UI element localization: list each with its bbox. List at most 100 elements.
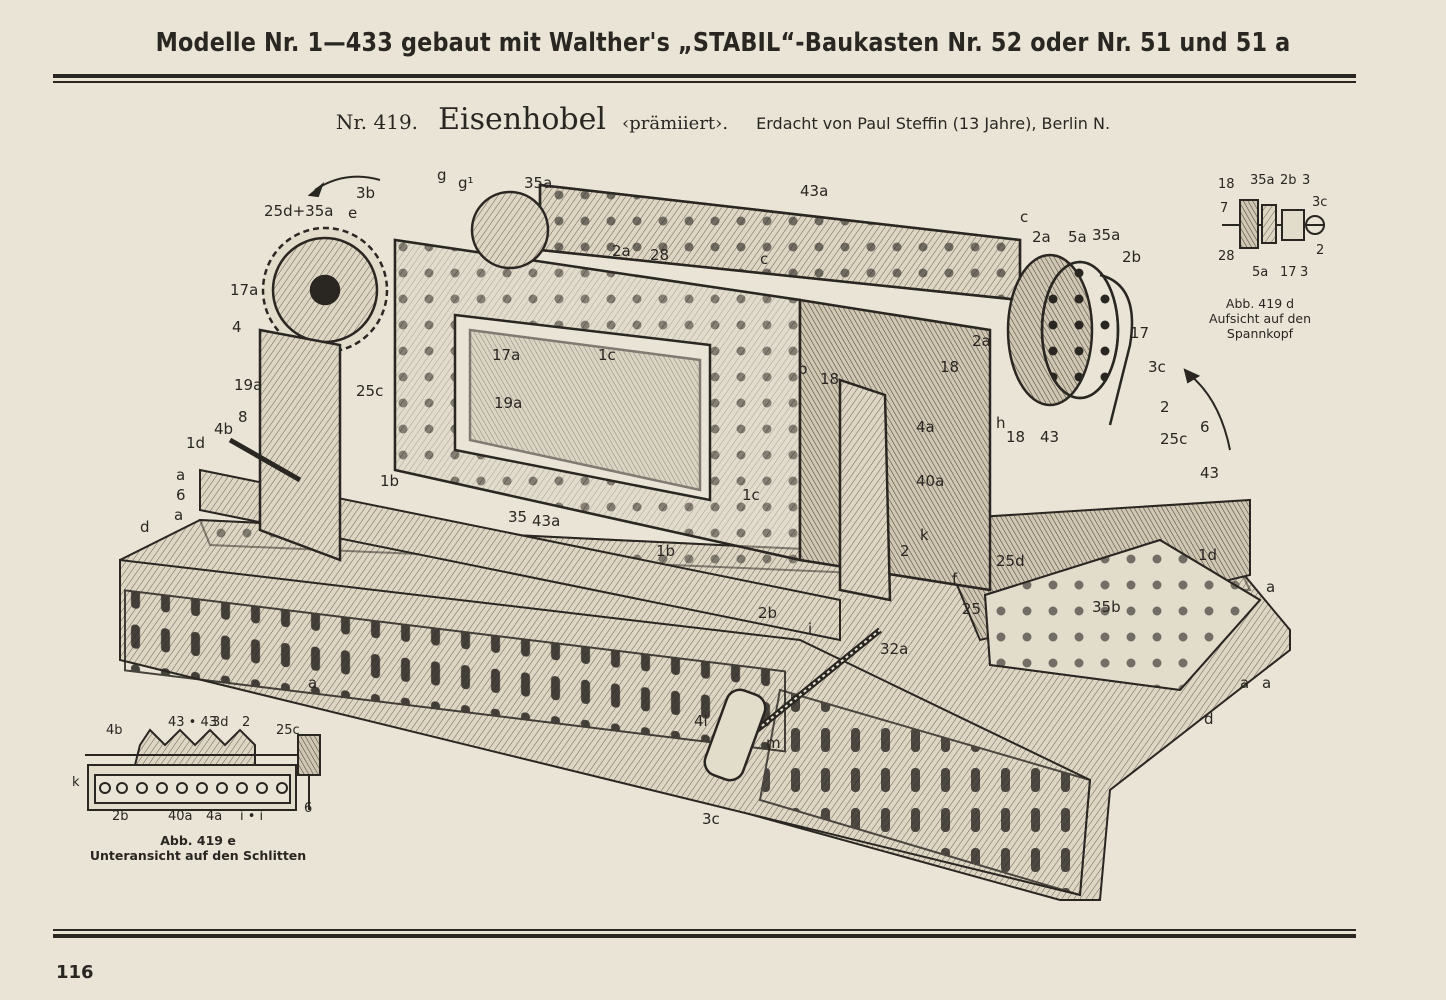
label: 17: [1130, 324, 1149, 342]
label: 3c: [1312, 195, 1327, 210]
label: 1b: [380, 472, 399, 490]
label: 2: [1316, 243, 1324, 258]
label: 3c: [1148, 358, 1166, 376]
label: 2: [1160, 398, 1170, 416]
label: a: [174, 506, 183, 524]
page-number: 116: [56, 962, 94, 983]
label: a: [308, 674, 317, 692]
lead-screw: [228, 437, 882, 782]
model-credit: Erdacht von Paul Steffin (13 Jahre), Ber…: [756, 114, 1111, 133]
label: 18: [940, 358, 959, 376]
label: b: [798, 360, 808, 378]
label: i: [808, 620, 812, 638]
label: 17: [1280, 265, 1297, 280]
label: 1c: [598, 346, 616, 364]
label: 25c: [1160, 430, 1187, 448]
label: 35: [508, 508, 527, 526]
label: 1d: [186, 434, 205, 452]
label: 2b: [112, 809, 129, 824]
figure-d-caption-line: Abb. 419 d: [1225, 296, 1295, 311]
label: e: [348, 204, 357, 222]
label: 1c: [742, 486, 760, 504]
label: 40a: [168, 809, 193, 824]
figure-d-caption: Abb. 419 d Aufsicht auf den Spannkopf: [1195, 296, 1325, 341]
label: 43a: [800, 182, 828, 200]
label: 25c: [356, 382, 383, 400]
label: 35a: [1092, 226, 1120, 244]
label: 18: [820, 370, 839, 388]
drive-pulley: [1006, 253, 1134, 426]
page-header: Modelle Nr. 1—433 gebaut mit Walther's „…: [155, 28, 1291, 58]
label: 6: [304, 801, 312, 816]
label: 4b: [214, 420, 233, 438]
label: 2a: [612, 242, 631, 260]
header-rule-thin: [53, 81, 1356, 83]
label: 4: [232, 318, 242, 336]
label: 25d+35a: [264, 202, 333, 220]
label: 4a: [206, 809, 222, 824]
label: 4i: [694, 712, 708, 730]
label: 25: [962, 600, 981, 618]
detail-figure-e: [85, 728, 321, 811]
label: 32a: [880, 640, 908, 658]
label: 19a: [494, 394, 522, 412]
label: 35a: [1250, 173, 1275, 188]
footer-rule-thick: [53, 934, 1356, 938]
label: 1b: [656, 542, 675, 560]
label: 3: [1300, 265, 1308, 280]
label: a: [1240, 674, 1249, 692]
model-name: Eisenhobel: [438, 102, 606, 137]
label: 43a: [532, 512, 560, 530]
header-rule-thick: [53, 74, 1356, 78]
label: c: [760, 250, 768, 268]
label: 28: [650, 246, 669, 264]
label: a: [1266, 578, 1275, 596]
detail-figure-d: [1222, 199, 1325, 249]
label: 4a: [916, 418, 935, 436]
label: d: [1204, 710, 1214, 728]
figure-d-caption-line: Aufsicht auf den: [1208, 311, 1312, 326]
figure-d-labels: 18 35a 2b 3 7 3c 28 2 5a 17 3: [1218, 173, 1327, 280]
carriage: [199, 468, 1262, 692]
upper-frame: [393, 183, 1022, 602]
crank-gear: [258, 190, 550, 562]
label: a: [176, 466, 185, 484]
figure-e-caption-line: Abb. 419 e: [160, 833, 236, 848]
label: 35b: [1092, 598, 1121, 616]
label: 2a: [1032, 228, 1051, 246]
label: 6: [176, 486, 186, 504]
label: 3d: [212, 715, 229, 730]
label: 2b: [758, 604, 777, 622]
label: 2b: [1280, 173, 1297, 188]
label: 40a: [916, 472, 944, 490]
motion-arrows: [307, 175, 1231, 451]
label: 2: [900, 542, 910, 560]
label: 7: [1220, 201, 1228, 216]
label: 25c: [276, 723, 300, 738]
label: 17a: [230, 281, 258, 299]
label: 28: [1218, 249, 1235, 264]
label: c: [1020, 208, 1028, 226]
model-note: ‹prämiiert›.: [622, 113, 729, 134]
label: h: [996, 414, 1006, 432]
label: d: [140, 518, 150, 536]
label: g: [437, 166, 447, 184]
label: 4b: [106, 723, 123, 738]
label: 8: [238, 408, 248, 426]
label: a: [1262, 674, 1271, 692]
label: 5a: [1068, 228, 1087, 246]
figure-e-caption-line: Unteransicht auf den Schlitten: [89, 848, 307, 863]
figure-e-caption: Abb. 419 e Unteransicht auf den Schlitte…: [78, 833, 318, 863]
label: 17a: [492, 346, 520, 364]
footer-rule-thin: [53, 929, 1356, 931]
model-number: Nr. 419.: [335, 110, 419, 134]
label: 3b: [356, 184, 375, 202]
label: i • i: [240, 809, 263, 824]
label: 6: [1200, 418, 1210, 436]
label: 1d: [1198, 546, 1217, 564]
label: g¹: [458, 174, 474, 192]
label: 43: [1200, 464, 1219, 482]
label: 18: [1006, 428, 1025, 446]
label: 3c: [702, 810, 720, 828]
